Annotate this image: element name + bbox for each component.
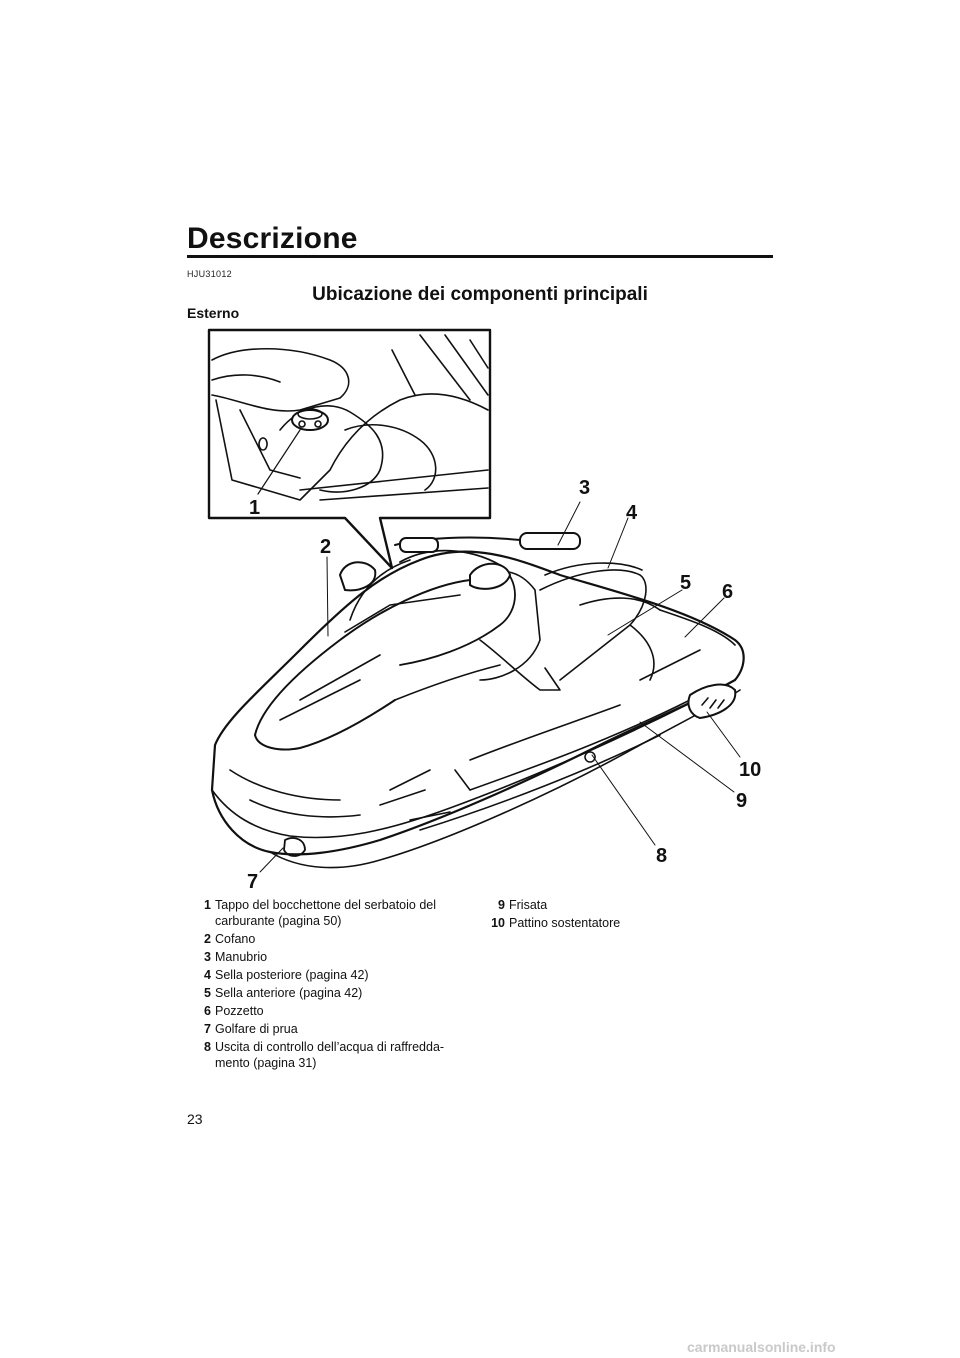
legend-item: 6 Pozzetto: [187, 1003, 467, 1019]
legend-text: Uscita di controllo dell’acqua di raffre…: [215, 1040, 445, 1070]
legend-number: 2: [204, 932, 211, 946]
watercraft-illustration: [207, 328, 745, 873]
legend-text: Sella posteriore (pagina 42): [215, 968, 369, 982]
legend-item: 7 Golfare di prua: [187, 1021, 467, 1037]
callout-7: 7: [247, 871, 259, 893]
legend-number: 10: [491, 916, 505, 930]
callout-8: 8: [656, 845, 668, 867]
callout-1: 1: [249, 497, 261, 519]
legend-number: 8: [204, 1040, 211, 1054]
legend-item: 4 Sella posteriore (pagina 42): [187, 967, 467, 983]
legend-number: 4: [204, 968, 211, 982]
legend-right: 9 Frisata 10 Pattino sostentatore: [481, 897, 741, 933]
callout-9: 9: [736, 790, 748, 812]
page-number: 23: [187, 1111, 203, 1127]
legend-number: 1: [204, 898, 211, 912]
legend-text: Pozzetto: [215, 1004, 264, 1018]
callout-10: 10: [739, 759, 762, 781]
legend-item: 10 Pattino sostentatore: [481, 915, 741, 931]
watermark-text: carmanualsonline.info: [687, 1339, 836, 1355]
reference-code: HJU31012: [187, 269, 232, 279]
legend-text: Golfare di prua: [215, 1022, 298, 1036]
legend-number: 3: [204, 950, 211, 964]
legend-text: Tappo del bocchettone del serbatoio del …: [215, 898, 436, 928]
legend-item: 5 Sella anteriore (pagina 42): [187, 985, 467, 1001]
legend-number: 9: [498, 898, 505, 912]
callout-2: 2: [320, 536, 332, 558]
watercraft-body: [210, 532, 745, 869]
legend-number: 6: [204, 1004, 211, 1018]
legend-item: 9 Frisata: [481, 897, 741, 913]
callout-6: 6: [722, 581, 734, 603]
sub-heading: Esterno: [187, 305, 240, 321]
inset-detail: [207, 328, 492, 570]
legend-item: 3 Manubrio: [187, 949, 467, 965]
legend-number: 7: [204, 1022, 211, 1036]
legend-text: Frisata: [509, 898, 548, 912]
legend-text: Manubrio: [215, 950, 268, 964]
legend-text: Sella anteriore (pagina 42): [215, 986, 363, 1000]
legend-item: 1 Tappo del bocchettone del serbatoio de…: [187, 897, 467, 929]
callout-leaders: [259, 501, 741, 873]
legend-left: 1 Tappo del bocchettone del serbatoio de…: [187, 897, 467, 1073]
title-rule: [187, 255, 773, 258]
legend-text: Pattino sostentatore: [509, 916, 621, 930]
legend-item: 2 Cofano: [187, 931, 467, 947]
callout-4: 4: [626, 502, 638, 524]
subsection-title: Ubicazione dei componenti principali: [312, 284, 648, 305]
callout-3: 3: [579, 477, 591, 499]
legend-number: 5: [204, 986, 211, 1000]
legend-item: 8 Uscita di controllo dell’acqua di raff…: [187, 1039, 467, 1071]
section-title: Descrizione: [187, 222, 358, 255]
callout-5: 5: [680, 572, 692, 594]
legend-text: Cofano: [215, 932, 256, 946]
